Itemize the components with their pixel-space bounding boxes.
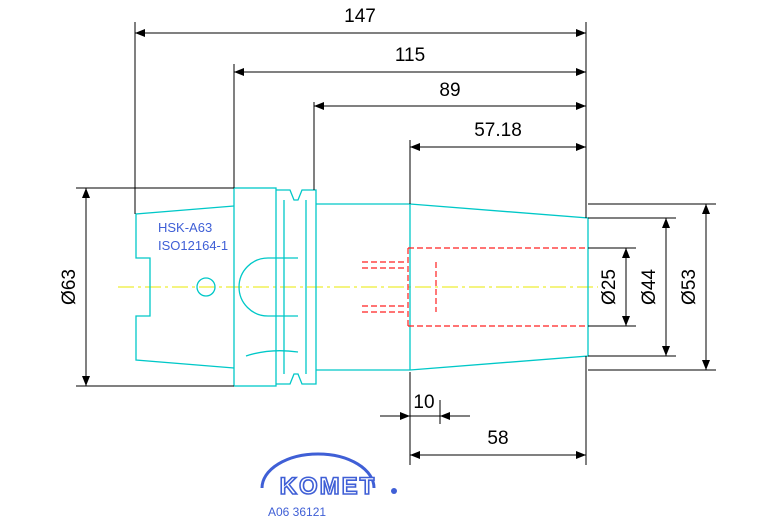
dimension-lines	[76, 22, 716, 465]
logo-wordmark: KOMET	[280, 473, 377, 500]
interface-label: HSK-A63	[158, 220, 212, 235]
article-number: A06 36121	[268, 505, 326, 519]
standard-label: ISO12164-1	[158, 238, 228, 253]
dim-body-diameter: Ø53	[679, 269, 700, 305]
tool-holder-outline	[135, 187, 589, 387]
v-groove	[276, 189, 317, 385]
drive-slot	[238, 257, 298, 317]
dim-overall-length: 147	[344, 6, 376, 27]
komet-logo: KOMET	[260, 452, 397, 501]
hsk-shank	[135, 205, 235, 369]
dim-collar-to-tip: 89	[439, 80, 460, 101]
logo-dot	[391, 488, 397, 494]
dim-clamp-length: 57.18	[474, 120, 522, 141]
dim-bore-depth: 58	[487, 428, 508, 449]
flange	[233, 187, 277, 387]
logo-arc	[260, 452, 376, 489]
dim-bore-offset: 10	[413, 392, 434, 413]
coolant-hole	[196, 277, 216, 297]
dim-flange-to-tip: 115	[395, 45, 425, 66]
dim-flange-diameter: Ø63	[59, 269, 80, 305]
shrink-body	[316, 203, 589, 371]
dim-nose-diameter: Ø44	[639, 269, 660, 305]
dim-bore-diameter: Ø25	[599, 269, 620, 305]
bore-hidden-lines	[362, 247, 588, 327]
